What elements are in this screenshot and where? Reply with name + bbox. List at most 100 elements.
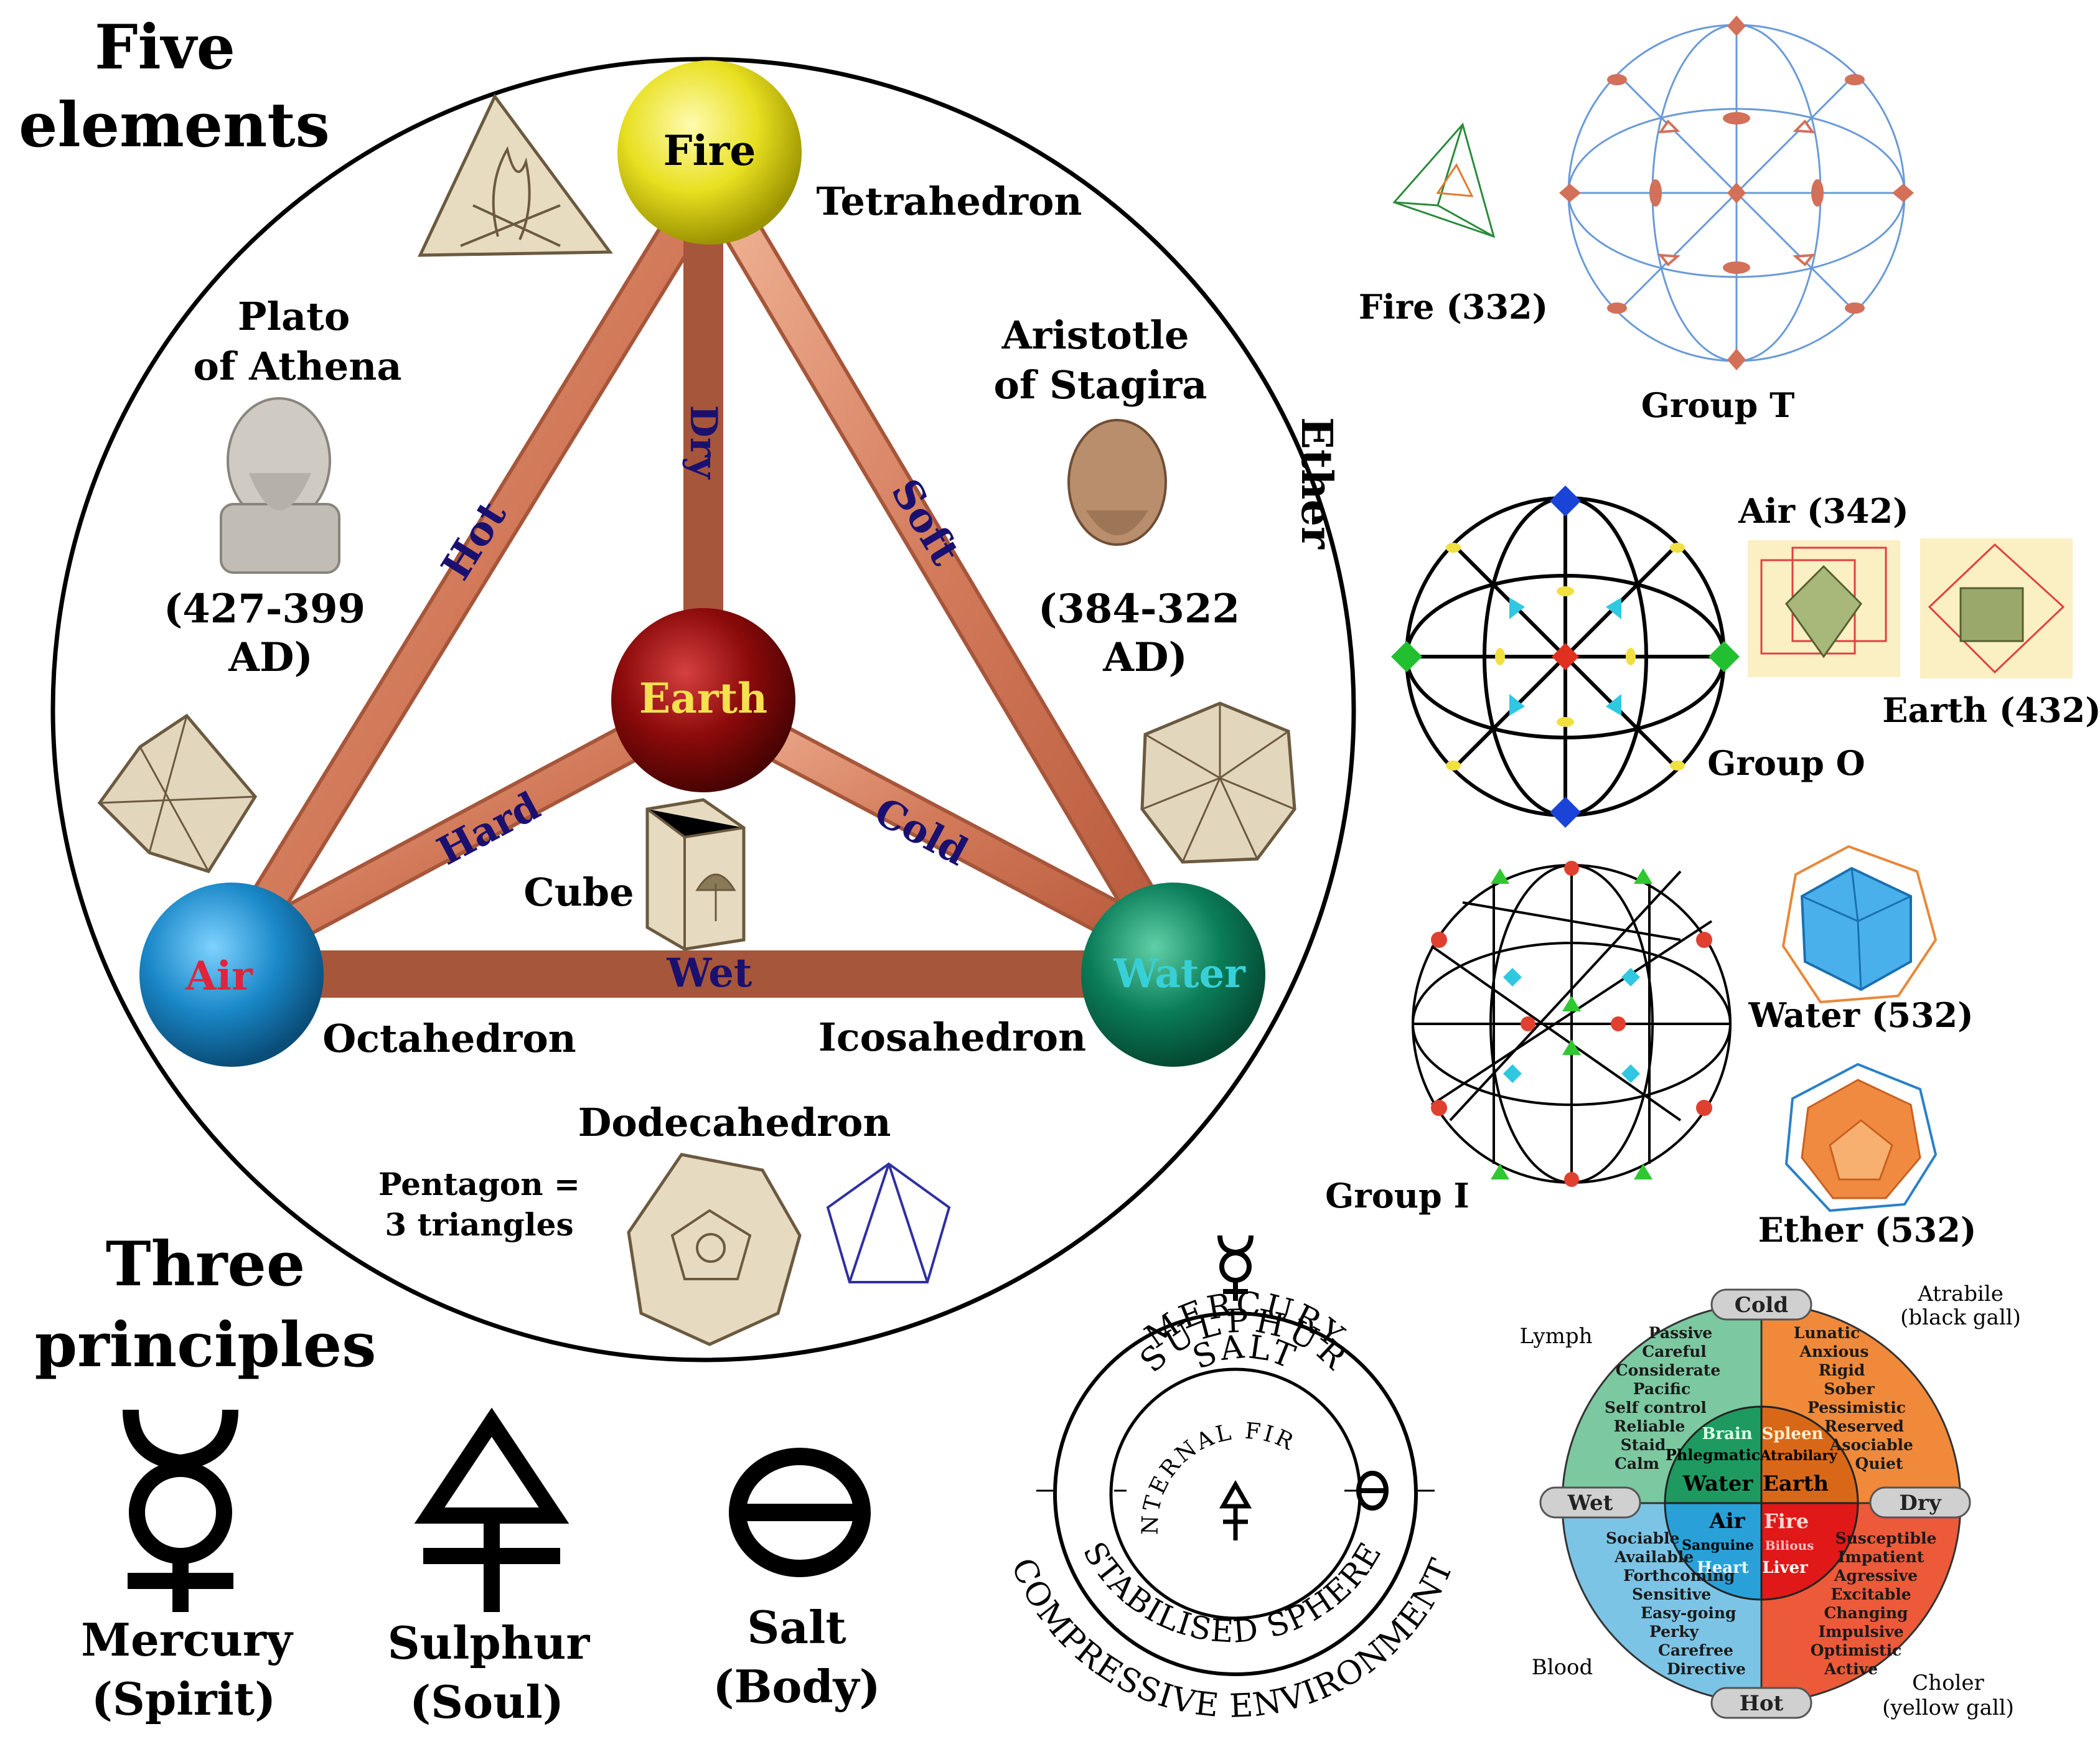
ether-532-figure: [1784, 1062, 1938, 1212]
humours-bilious: Bilious: [1765, 1538, 1814, 1553]
small-salt-icon: [1356, 1471, 1389, 1511]
humours-wheel: Cold Hot Wet Dry Lymph Atrabile (black g…: [1519, 1282, 2020, 1720]
mercury-name: Mercury: [81, 1613, 294, 1666]
small-mercury-icon: [1217, 1235, 1254, 1301]
choler-label-line2: (yellow gall): [1882, 1695, 2014, 1720]
dodecahedron-engraving: [627, 1153, 802, 1346]
sulphur-symbol-icon: [414, 1407, 570, 1612]
plato-name-line1: Plato: [238, 294, 350, 339]
octahedron-label: Octahedron: [322, 1016, 576, 1061]
temperament-word: Easy-going: [1641, 1604, 1737, 1622]
humours-brain: Brain: [1702, 1425, 1752, 1443]
temperament-word: Sociable: [1606, 1529, 1680, 1547]
three-principles-title-line1: Three: [106, 1229, 306, 1300]
humours-phlegmatic: Phlegmatic: [1666, 1446, 1760, 1464]
choler-label-line1: Choler: [1912, 1671, 1984, 1695]
temperament-word: Excitable: [1830, 1585, 1911, 1603]
edge-label-wet: Wet: [667, 950, 752, 996]
edge-label-dry: Dry: [682, 405, 725, 480]
temperament-word: Calm: [1615, 1455, 1659, 1473]
atrabile-label-line1: Atrabile: [1917, 1282, 2004, 1306]
temperament-word: Impulsive: [1818, 1623, 1903, 1641]
aristotle-bust: [1067, 419, 1167, 546]
temperament-word: Forthcoming: [1623, 1567, 1735, 1585]
air-342-label: Air (342): [1738, 491, 1908, 531]
five-elements-section: Five elements Ether Hot Dry Soft Hard Co…: [19, 12, 1356, 1362]
cube-label: Cube: [523, 870, 634, 915]
atrabile-label-line2: (black gall): [1900, 1305, 2021, 1330]
group-o-markers: [1391, 485, 1740, 828]
fire-tetrahedron-figure: [1392, 122, 1496, 238]
temperament-word: Susceptible: [1835, 1529, 1937, 1547]
temperament-word: Reserved: [1824, 1417, 1904, 1435]
lymph-label: Lymph: [1519, 1324, 1592, 1349]
temperament-word: Passive: [1649, 1324, 1712, 1342]
water-sphere: [1081, 883, 1265, 1067]
tetrahedron-label: Tetrahedron: [817, 179, 1082, 224]
cube-engraving: [645, 798, 746, 951]
three-principles-section: Three principles Mercury (Spirit) Sulphu…: [35, 1229, 881, 1728]
temperament-word: Pessimistic: [1807, 1399, 1906, 1417]
plato-years-line2: AD): [228, 634, 312, 681]
humours-wet-pill: Wet: [1567, 1491, 1613, 1516]
temperament-word: Rigid: [1819, 1361, 1865, 1379]
air-342-figure: [1748, 540, 1900, 677]
air-sphere-label: Air: [185, 953, 253, 1000]
salt-symbol-icon: [729, 1448, 871, 1577]
humours-liver: Liver: [1762, 1559, 1808, 1577]
temperament-word: Changing: [1824, 1604, 1908, 1622]
humours-water: Water: [1682, 1471, 1754, 1496]
fire-sphere: [617, 60, 802, 245]
temperament-word: Staid: [1621, 1436, 1666, 1454]
temperament-word: Anxious: [1799, 1343, 1869, 1361]
group-i-label: Group I: [1325, 1176, 1470, 1216]
temperament-word: Impatient: [1838, 1548, 1924, 1566]
five-elements-title-line2: elements: [19, 90, 330, 161]
air-sphere: [139, 883, 324, 1067]
mercury-symbol-icon: [123, 1409, 238, 1612]
humours-earth: Earth: [1763, 1471, 1829, 1496]
small-sulphur-icon: [1219, 1479, 1252, 1540]
group-t-markers: [1559, 16, 1914, 370]
symmetry-groups-section: Fire (332): [1325, 16, 2100, 1250]
aristotle-name-line1: Aristotle: [1001, 312, 1189, 358]
earth-432-label: Earth (432): [1882, 690, 2100, 730]
humours-heart: Heart: [1697, 1559, 1749, 1577]
five-elements-title-line1: Five: [95, 12, 235, 83]
tr-temperament-list: LunaticAnxiousRigidSoberPessimisticReser…: [1794, 1324, 1913, 1473]
temperament-word: Optimistic: [1811, 1641, 1902, 1659]
temperament-word: Careful: [1642, 1343, 1707, 1361]
temperament-word: Pacific: [1633, 1380, 1690, 1398]
plato-bust: [220, 397, 340, 574]
pentagon-note-line2: 3 triangles: [385, 1206, 573, 1243]
br-temperament-list: SusceptibleImpatientAgressiveExcitableCh…: [1811, 1529, 1937, 1678]
sulphur-name: Sulphur: [388, 1616, 591, 1669]
plato-years-line1: (427-399: [164, 586, 365, 632]
temperament-word: Reliable: [1614, 1417, 1685, 1435]
earth-432-figure: [1920, 538, 2073, 678]
group-i-markers: [1431, 861, 1712, 1187]
water-532-label: Water (532): [1748, 995, 1973, 1035]
humours-cold-pill: Cold: [1735, 1293, 1788, 1318]
icosahedron-engraving: [1140, 701, 1296, 864]
ether-532-label: Ether (532): [1758, 1210, 1977, 1250]
salt-name: Salt: [747, 1601, 846, 1654]
temperament-word: Perky: [1649, 1623, 1700, 1641]
pentagon-note-line1: Pentagon =: [378, 1166, 580, 1202]
sulphur-sub: (Soul): [410, 1676, 564, 1728]
temperament-word: Sensitive: [1632, 1585, 1711, 1603]
humours-spleen: Spleen: [1762, 1425, 1824, 1443]
humours-dry-pill: Dry: [1899, 1491, 1941, 1516]
temperament-word: Agressive: [1834, 1567, 1918, 1585]
group-i-figure: [1412, 864, 1732, 1184]
humours-air: Air: [1709, 1509, 1745, 1534]
water-sphere-label: Water: [1113, 950, 1246, 997]
temperament-word: Carefree: [1658, 1641, 1733, 1659]
humours-fire: Fire: [1764, 1509, 1809, 1533]
temperament-word: Considerate: [1616, 1361, 1721, 1379]
plato-name-line2: of Athena: [193, 344, 401, 389]
aristotle-name-line2: of Stagira: [994, 362, 1207, 408]
temperament-word: Lunatic: [1794, 1324, 1860, 1342]
